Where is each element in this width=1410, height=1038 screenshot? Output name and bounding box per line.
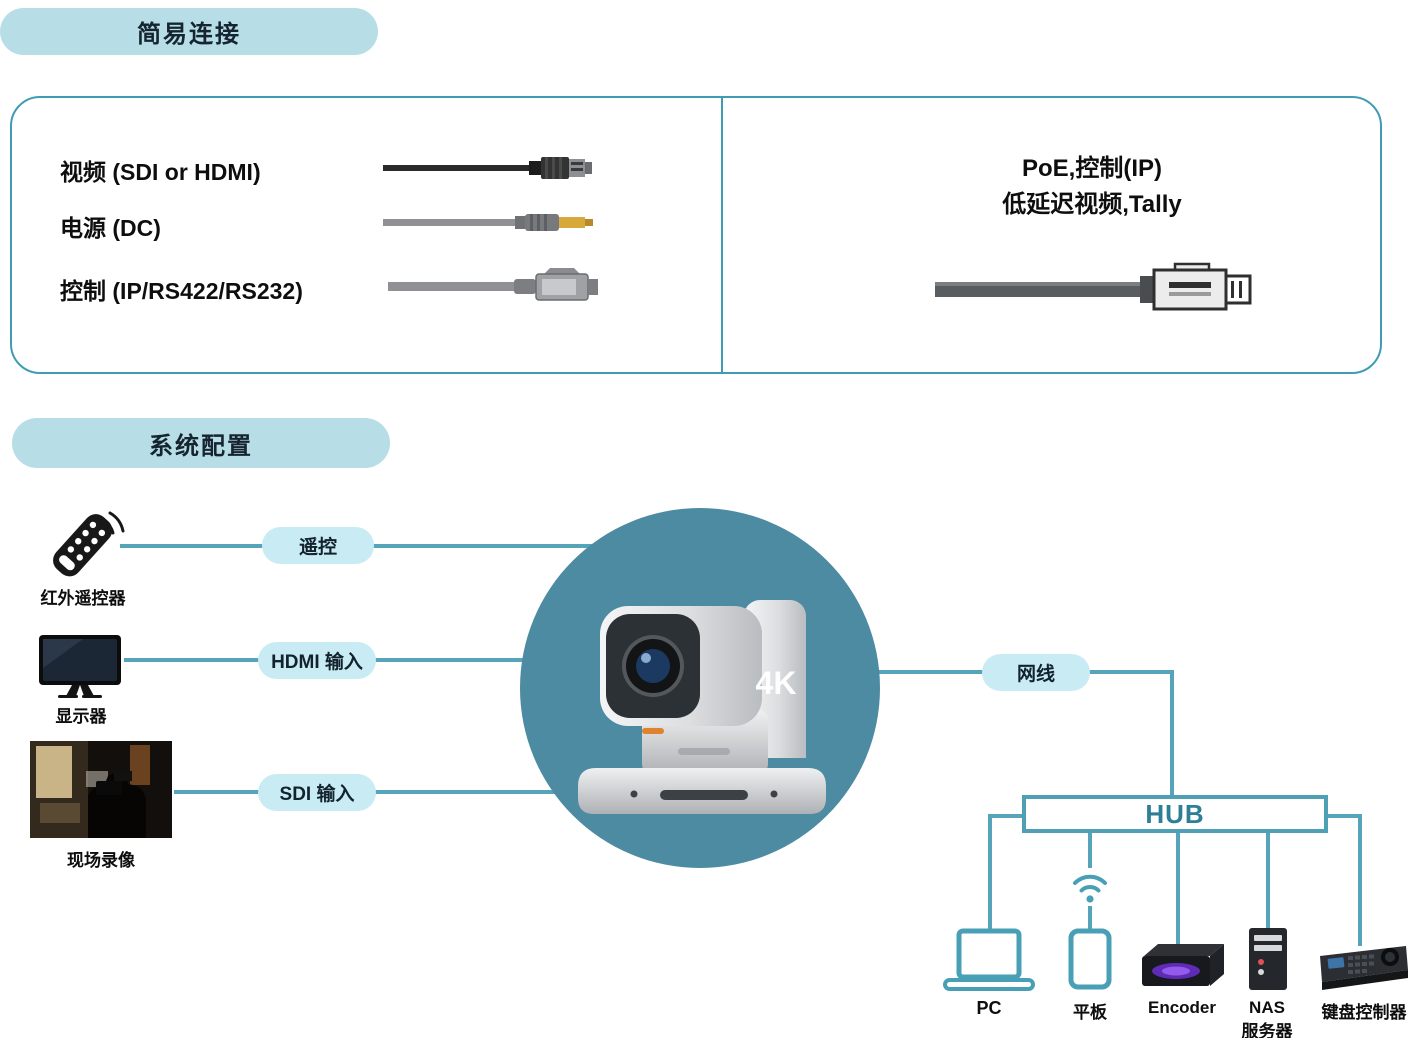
ptz-camera-illustration: 4K <box>578 600 826 814</box>
nas-server-icon <box>1249 928 1287 990</box>
network-cable-pill: 网线 <box>982 654 1090 691</box>
hdmi-input-pill: HDMI 输入 <box>258 642 376 679</box>
poe-control-label: PoE,控制(IP) <box>1021 155 1162 182</box>
camera-4k-badge: 4K <box>756 665 797 701</box>
pc-branch-line-horizontal <box>988 814 1024 818</box>
live-recording-photo <box>30 741 172 838</box>
sdi-connection-line <box>174 790 580 794</box>
wifi-icon <box>1068 868 1112 906</box>
laptop-icon <box>943 928 1035 991</box>
monitor-icon <box>39 635 121 698</box>
hdmi-sdi-cable-icon <box>383 157 592 179</box>
pc-branch-line-vertical <box>988 814 992 934</box>
monitor-label: 显示器 <box>55 707 107 726</box>
camera-tally-light <box>642 728 664 734</box>
keyboard-branch-line-vertical <box>1358 814 1362 946</box>
control-cable-icon <box>388 268 598 301</box>
tablet-label: 平板 <box>1073 1003 1107 1022</box>
ethernet-cable-icon <box>935 262 1252 311</box>
network-line-vertical <box>1170 670 1174 799</box>
remote-pill-label: 遥控 <box>298 537 337 558</box>
nas-label: NAS <box>1249 998 1285 1017</box>
connection-box <box>10 96 1382 374</box>
control-cable-label: 控制 (IP/RS422/RS232) <box>60 278 303 304</box>
ir-remote-label: 红外遥控器 <box>40 589 126 608</box>
system-config-badge: 系统配置 <box>12 418 390 468</box>
nas-branch-line <box>1266 833 1270 930</box>
live-recording-label: 现场录像 <box>67 851 135 870</box>
nas-sublabel: 服务器 <box>1241 1022 1293 1038</box>
sdi-input-pill-label: SDI 输入 <box>279 784 355 805</box>
connection-box-divider <box>721 97 723 373</box>
pc-label: PC <box>976 998 1002 1018</box>
encoder-label: Encoder <box>1147 998 1217 1017</box>
hdmi-input-pill-label: HDMI 输入 <box>271 652 363 673</box>
keyboard-branch-line-horizontal <box>1328 814 1362 818</box>
dc-power-cable-icon <box>383 214 593 231</box>
video-cable-label: 视频 (SDI or HDMI) <box>60 159 261 185</box>
encoder-icon <box>1142 944 1224 986</box>
remote-pill: 遥控 <box>262 527 374 564</box>
keyboard-controller-icon <box>1320 946 1408 990</box>
hub-box: HUB <box>1022 795 1328 833</box>
sdi-input-pill: SDI 输入 <box>258 774 376 811</box>
low-latency-label: 低延迟视频,Tally <box>1002 191 1182 218</box>
hub-label: HUB <box>1145 798 1205 829</box>
network-cable-pill-label: 网线 <box>1016 664 1055 685</box>
keyboard-controller-label: 键盘控制器 <box>1321 1003 1407 1022</box>
system-config-badge-label: 系统配置 <box>149 432 253 460</box>
encoder-branch-line <box>1176 833 1180 948</box>
easy-connection-badge-label: 简易连接 <box>137 21 241 48</box>
ir-remote-icon <box>53 511 125 577</box>
tablet-icon <box>1068 928 1112 990</box>
power-cable-label: 电源 (DC) <box>60 215 161 241</box>
easy-connection-badge: 简易连接 <box>0 8 378 55</box>
